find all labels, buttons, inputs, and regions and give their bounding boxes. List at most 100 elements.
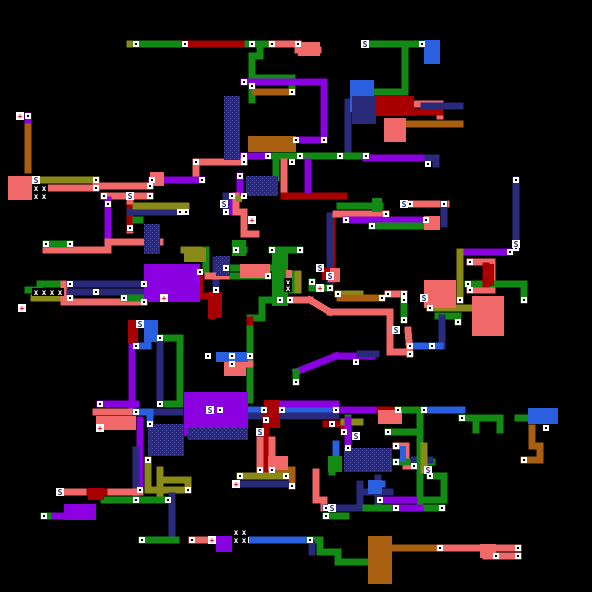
- stairs-tile: [32, 176, 40, 184]
- door-core: [291, 161, 293, 163]
- trap-marker: x: [50, 288, 55, 297]
- door-core: [239, 475, 241, 477]
- door-core: [397, 409, 399, 411]
- door-core: [443, 203, 445, 205]
- door-core: [103, 195, 105, 197]
- trap-tile: [284, 278, 292, 286]
- door-core: [337, 293, 339, 295]
- room: [208, 292, 222, 318]
- stairs-tile: [126, 192, 134, 200]
- door-core: [325, 507, 327, 509]
- door-core: [159, 337, 161, 339]
- door-core: [395, 507, 397, 509]
- door-core: [215, 289, 217, 291]
- room: [344, 448, 392, 472]
- door-core: [425, 219, 427, 221]
- door-core: [409, 353, 411, 355]
- door-core: [379, 499, 381, 501]
- door-core: [517, 547, 519, 549]
- stairs-marker: S: [138, 320, 143, 329]
- key-tile: [232, 480, 240, 488]
- room: [372, 198, 382, 212]
- door-core: [147, 459, 149, 461]
- door-core: [231, 363, 233, 365]
- door-core: [335, 409, 337, 411]
- door-core: [403, 293, 405, 295]
- trap-tile: [32, 192, 40, 200]
- room: [264, 400, 280, 428]
- room: [128, 320, 138, 344]
- room: [384, 118, 406, 142]
- door-core: [395, 445, 397, 447]
- door-core: [523, 459, 525, 461]
- stairs-marker: S: [514, 240, 519, 249]
- trap-tile: [240, 536, 248, 544]
- door-core: [69, 297, 71, 299]
- room: [246, 176, 278, 196]
- door-core: [457, 321, 459, 323]
- stairs-marker: S: [128, 192, 133, 201]
- stairs-marker: S: [328, 272, 333, 281]
- stairs-marker: S: [354, 432, 359, 441]
- stairs-marker: S: [330, 504, 335, 513]
- trap-tile: [40, 184, 48, 192]
- door-core: [239, 175, 241, 177]
- trap-marker: x: [34, 184, 39, 193]
- door-core: [281, 409, 283, 411]
- trap-tile: [32, 184, 40, 192]
- stairs-marker: S: [58, 488, 63, 497]
- trap-tile: [284, 284, 292, 292]
- stairs-tile: [400, 200, 408, 208]
- stairs-marker: S: [222, 200, 227, 209]
- key-tile: [208, 536, 216, 544]
- key-marker: +: [318, 284, 323, 293]
- key-marker: +: [250, 216, 255, 225]
- trap-tile: [40, 192, 48, 200]
- corridor-segment: [291, 351, 341, 377]
- door-core: [441, 507, 443, 509]
- door-core: [395, 461, 397, 463]
- door-core: [439, 547, 441, 549]
- stairs-tile: [420, 294, 428, 302]
- door-core: [461, 417, 463, 419]
- room: [88, 488, 104, 500]
- door-core: [95, 179, 97, 181]
- door-core: [43, 515, 45, 517]
- door-core: [243, 161, 245, 163]
- key-marker: +: [234, 480, 239, 489]
- door-core: [291, 485, 293, 487]
- trap-marker: x: [58, 288, 63, 297]
- trap-tile: [232, 536, 240, 544]
- room: [424, 280, 456, 308]
- room: [144, 224, 160, 254]
- door-core: [285, 475, 287, 477]
- room: [378, 410, 402, 424]
- door-core: [311, 281, 313, 283]
- room: [368, 536, 392, 584]
- room: [8, 176, 32, 200]
- room: [96, 416, 136, 430]
- door-core: [271, 249, 273, 251]
- room: [236, 196, 242, 202]
- stairs-marker: S: [208, 406, 213, 415]
- door-core: [141, 539, 143, 541]
- door-core: [184, 43, 186, 45]
- stairs-marker: S: [422, 294, 427, 303]
- room: [216, 536, 232, 552]
- door-core: [195, 161, 197, 163]
- door-core: [355, 361, 357, 363]
- door-core: [343, 431, 345, 433]
- door-core: [123, 297, 125, 299]
- door-core: [267, 275, 269, 277]
- key-marker: +: [20, 304, 25, 313]
- door-core: [387, 431, 389, 433]
- door-core: [297, 43, 299, 45]
- trap-tile: [40, 288, 48, 296]
- door-core: [289, 299, 291, 301]
- trap-marker: x: [42, 192, 47, 201]
- stairs-tile: [361, 40, 369, 48]
- door-core: [135, 411, 137, 413]
- stairs-tile: [316, 264, 324, 272]
